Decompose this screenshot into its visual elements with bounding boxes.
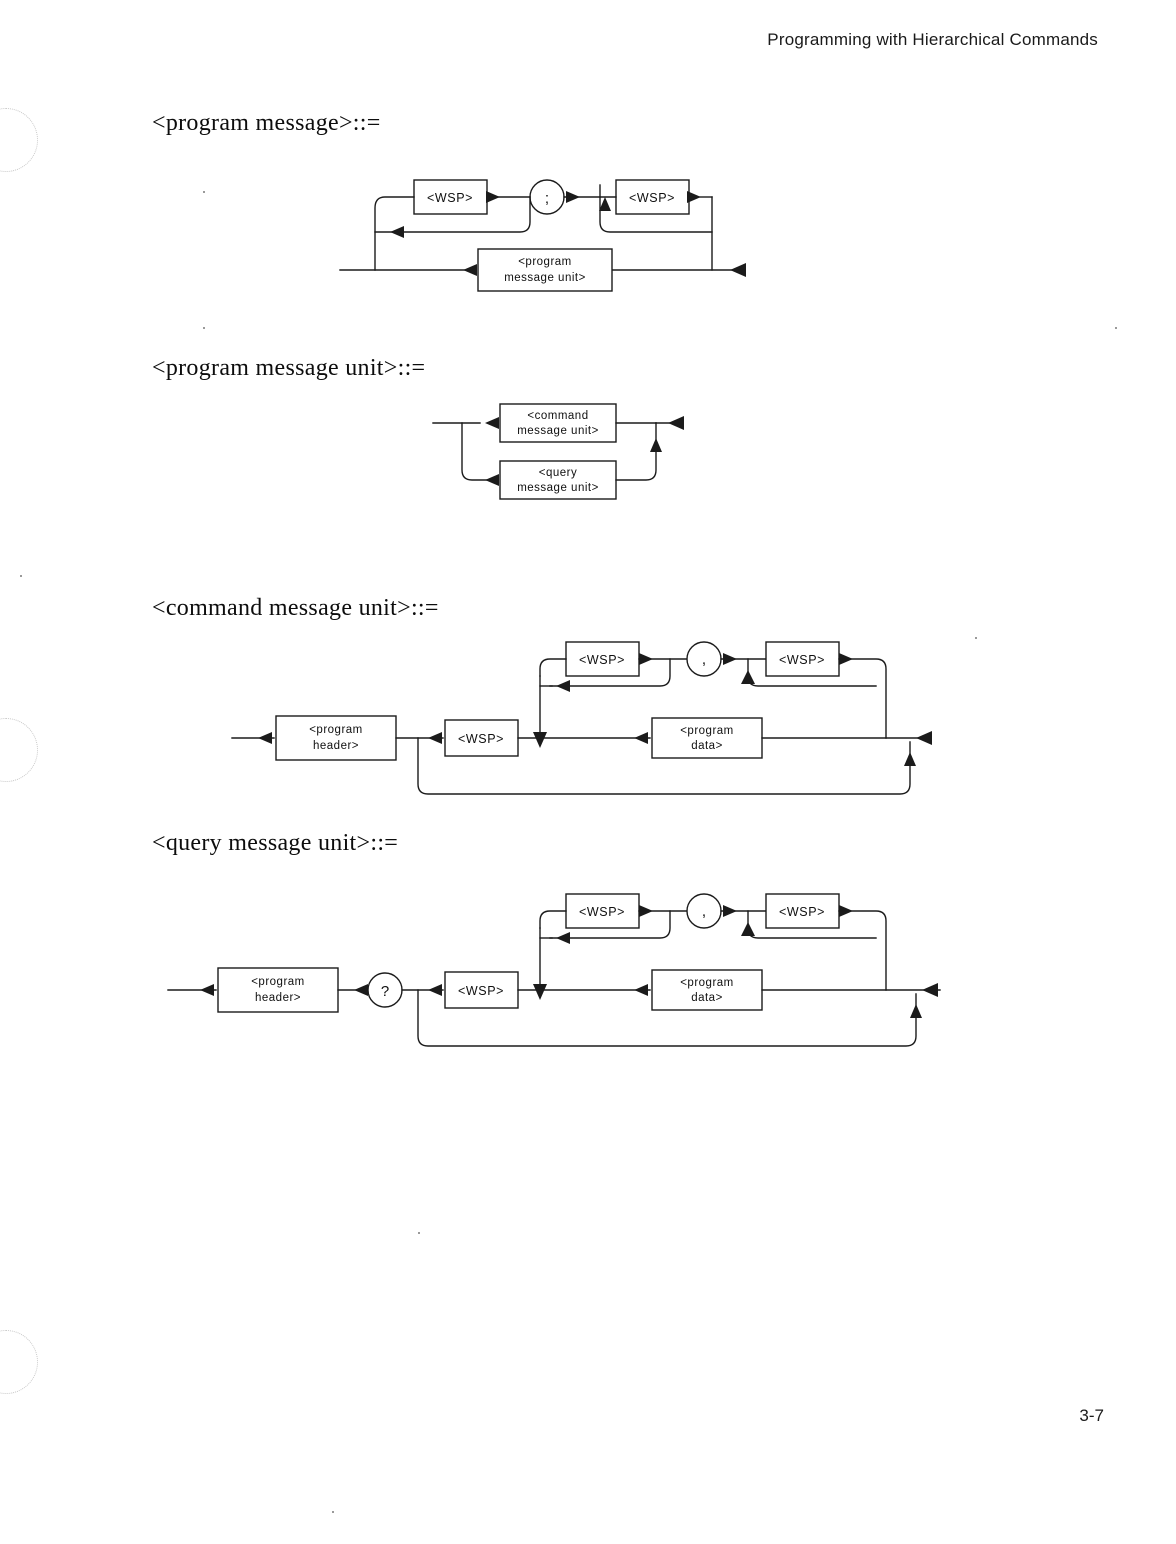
box-label: <program [251, 976, 305, 988]
terminal-comma [686, 641, 722, 677]
box-program-header [217, 967, 339, 1013]
box-label: data> [691, 740, 723, 752]
box-wsp [413, 179, 488, 215]
box-program-data [651, 717, 763, 759]
box-label: <query [539, 467, 577, 479]
box-wsp [565, 893, 640, 929]
arrow-head [839, 905, 853, 917]
box-wsp [765, 893, 840, 929]
box-program-header [275, 715, 397, 761]
box-label: <command [527, 410, 588, 422]
terminal-question-mark [367, 972, 403, 1008]
arrow-head [200, 984, 214, 996]
box-label: message unit> [504, 272, 586, 284]
arrow-head [639, 653, 653, 665]
terminal-comma [686, 893, 722, 929]
box-label: <WSP> [779, 905, 825, 919]
box-label: message unit> [517, 482, 599, 494]
arrow-head [599, 197, 611, 211]
arrow-head [354, 984, 368, 996]
punch-hole [0, 718, 38, 782]
arrow-head [390, 226, 404, 238]
box-label: message unit> [517, 425, 599, 437]
arrow-head [668, 416, 684, 430]
box-label: <program [680, 977, 734, 989]
arrow-head [922, 983, 938, 997]
arrow-head [723, 905, 737, 917]
arrow-head [485, 474, 499, 486]
arrow-head [916, 731, 932, 745]
production-label-program-message-unit: <program message unit>::= [152, 355, 426, 381]
box-label: <WSP> [458, 732, 504, 746]
scan-speck [203, 191, 205, 193]
scan-speck [203, 327, 205, 329]
box-label: header> [255, 992, 301, 1004]
arrow-head [634, 984, 648, 996]
terminal-label: , [702, 903, 706, 920]
box-wsp [565, 641, 640, 677]
terminal-label: , [702, 651, 706, 668]
arrow-head [258, 732, 272, 744]
arrow-head [639, 905, 653, 917]
terminal-label: ; [545, 190, 549, 207]
box-label: <WSP> [427, 191, 473, 205]
box-label: <WSP> [579, 653, 625, 667]
arrow-head [533, 984, 547, 1000]
box-label: <WSP> [629, 191, 675, 205]
scan-speck [668, 1003, 670, 1005]
production-label-command-message-unit: <command message unit>::= [152, 595, 439, 621]
arrow-head [839, 653, 853, 665]
production-label-program-message: <program message>::= [152, 110, 381, 136]
arrow-head [910, 1004, 922, 1018]
box-command-message-unit [499, 403, 617, 443]
page-number: 3-7 [1079, 1406, 1104, 1425]
arrow-head [485, 417, 499, 429]
scan-speck [418, 1232, 420, 1234]
arrow-head [533, 732, 547, 748]
box-label: <WSP> [579, 905, 625, 919]
box-label: data> [691, 992, 723, 1004]
page-header: Programming with Hierarchical Commands [767, 30, 1098, 49]
box-label: <program [309, 724, 363, 736]
arrow-head [634, 732, 648, 744]
production-label-query-message-unit: <query message unit>::= [152, 830, 399, 856]
box-label: <program [680, 725, 734, 737]
scan-speck [975, 637, 977, 639]
arrow-head [650, 438, 662, 452]
terminal-semicolon [529, 179, 565, 215]
arrow-head [486, 191, 500, 203]
arrow-head [566, 191, 580, 203]
scan-speck [1115, 327, 1117, 329]
box-wsp [615, 179, 690, 215]
arrow-head [428, 984, 442, 996]
terminal-label: ? [381, 983, 389, 1000]
box-label: <WSP> [779, 653, 825, 667]
scan-speck [332, 1511, 334, 1513]
arrow-head [741, 922, 755, 936]
box-wsp [444, 719, 519, 757]
punch-hole [0, 1330, 38, 1394]
box-wsp [765, 641, 840, 677]
box-label: header> [313, 740, 359, 752]
arrow-head [556, 932, 570, 944]
arrow-head [428, 732, 442, 744]
box-query-message-unit [499, 460, 617, 500]
arrow-head [463, 264, 477, 276]
arrow-head [730, 263, 746, 277]
box-wsp [444, 971, 519, 1009]
arrow-head [904, 752, 916, 766]
box-program-message-unit [477, 248, 613, 292]
arrow-head [723, 653, 737, 665]
box-label: <WSP> [458, 984, 504, 998]
scan-speck [20, 575, 22, 577]
box-label: <program [518, 256, 572, 268]
arrow-head [741, 670, 755, 684]
punch-hole [0, 108, 38, 172]
arrow-head [687, 191, 701, 203]
arrow-head [556, 680, 570, 692]
